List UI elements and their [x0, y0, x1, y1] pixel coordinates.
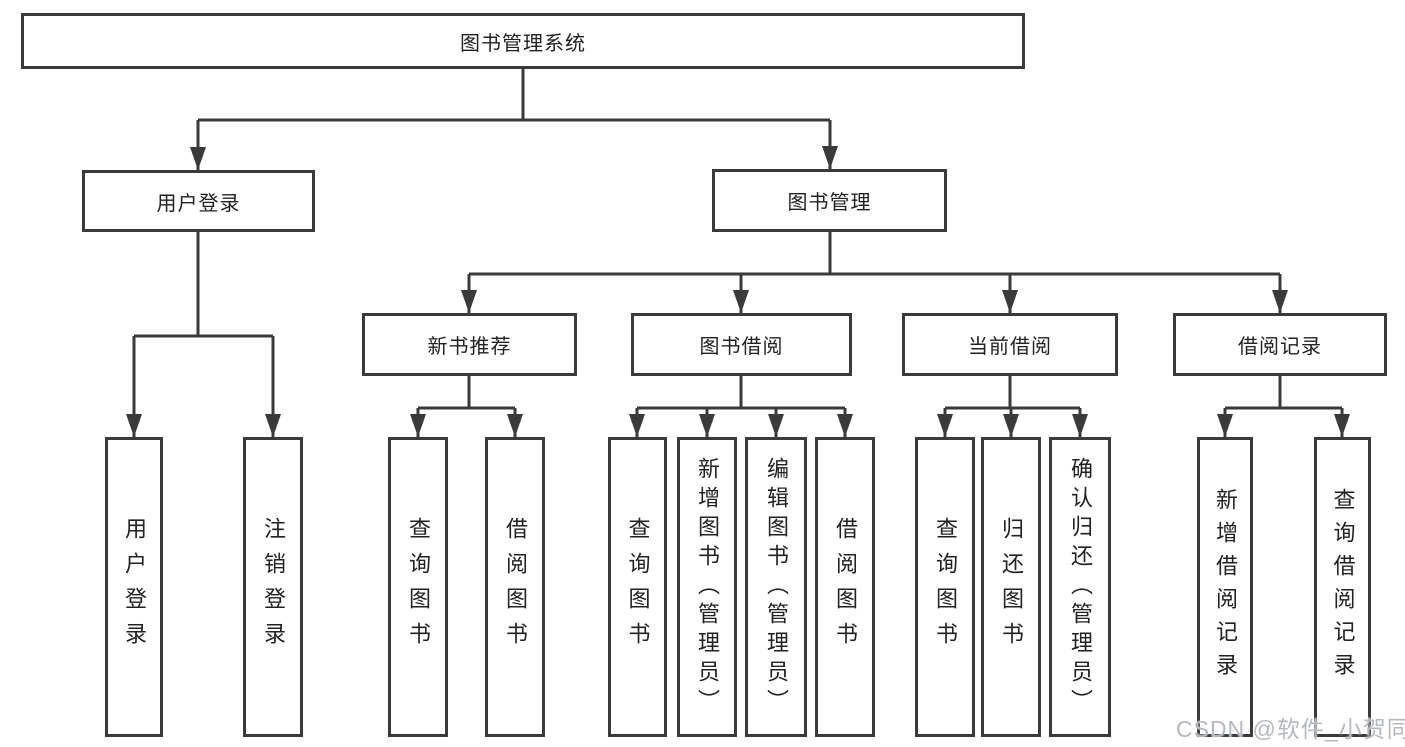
node-label: 图书借阅	[699, 336, 784, 358]
node-label: 查询图书	[933, 517, 958, 657]
leaf-query-books-recommend: 查询图书	[388, 437, 448, 737]
node-label: 归还图书	[999, 517, 1024, 657]
node-borrowing-records: 借阅记录	[1173, 313, 1387, 376]
node-label: 借阅图书	[503, 517, 528, 657]
node-label: 新增图书（管理员）	[695, 456, 720, 718]
leaf-edit-books-admin: 编辑图书（管理员）	[745, 437, 807, 737]
node-label: 当前借阅	[968, 336, 1052, 358]
node-label: 查询图书	[406, 517, 431, 657]
node-user-login: 用户登录	[82, 170, 315, 232]
leaf-return-books: 归还图书	[981, 437, 1041, 737]
leaf-query-borrow-record: 查询借阅记录	[1314, 437, 1371, 737]
node-label: 查询借阅记录	[1330, 488, 1356, 686]
leaf-add-borrow-record: 新增借阅记录	[1197, 437, 1253, 737]
node-current-borrowing: 当前借阅	[902, 313, 1118, 376]
node-label: 新增借阅记录	[1213, 488, 1238, 686]
node-label: 借阅图书	[833, 517, 858, 657]
csdn-watermark: CSDN @软件_小贺同学	[1176, 716, 1405, 742]
leaf-add-books-admin: 新增图书（管理员）	[677, 437, 737, 737]
leaf-confirm-return-admin: 确认归还（管理员）	[1049, 437, 1111, 737]
leaf-borrow-books-recommend: 借阅图书	[485, 437, 545, 737]
node-label: 查询图书	[625, 517, 651, 657]
node-book-management: 图书管理	[712, 169, 947, 232]
node-label: 编辑图书（管理员）	[764, 456, 789, 718]
node-label: 新书推荐	[427, 336, 512, 358]
node-label: 用户登录	[122, 517, 147, 657]
node-label: 图书管理系统	[460, 32, 586, 55]
node-book-borrowing: 图书借阅	[631, 313, 852, 376]
node-library-management-system: 图书管理系统	[21, 13, 1025, 69]
leaf-query-books-current: 查询图书	[915, 437, 975, 737]
leaf-logout: 注销登录	[243, 437, 303, 737]
leaf-borrow-books: 借阅图书	[815, 437, 875, 737]
node-label: 借阅记录	[1238, 336, 1322, 358]
leaf-query-books-borrowing: 查询图书	[608, 437, 667, 737]
leaf-user-login: 用户登录	[105, 437, 163, 737]
node-label: 图书管理	[787, 192, 872, 214]
node-label: 注销登录	[261, 517, 286, 657]
node-new-book-recommendation: 新书推荐	[362, 313, 577, 376]
node-label: 确认归还（管理员）	[1068, 456, 1093, 718]
node-label: 用户登录	[156, 192, 241, 215]
